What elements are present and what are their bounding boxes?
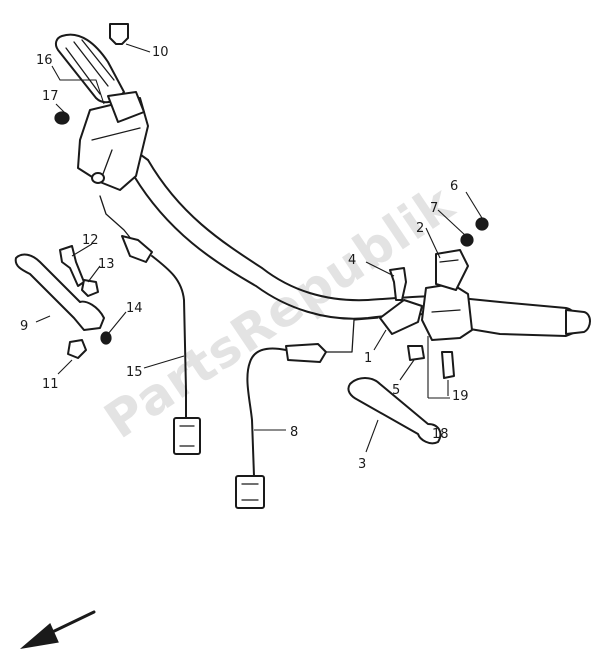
callout-14: 14 [126, 301, 143, 316]
left-grip [54, 33, 125, 104]
part-13-nut [81, 279, 99, 297]
part-6-screw [475, 217, 489, 231]
part-4-bolt [389, 267, 407, 301]
left-switch-wire [99, 195, 187, 419]
callout-5: 5 [392, 383, 400, 398]
callout-17: 17 [42, 89, 59, 104]
callout-labels: 10 16 17 12 13 14 9 11 15 8 6 7 2 4 1 5 … [20, 45, 469, 472]
callout-4: 4 [348, 253, 356, 268]
part-19-bolt [441, 351, 455, 379]
callout-12: 12 [82, 233, 99, 248]
part-1-lever-holder [379, 299, 423, 335]
callout-16: 16 [36, 53, 53, 68]
part-15-connector [173, 417, 201, 455]
right-switch-assembly [421, 249, 473, 341]
part-10-grip-end [109, 23, 129, 45]
callout-10: 10 [152, 45, 169, 60]
callout-2: 2 [416, 221, 424, 236]
callout-11: 11 [42, 377, 59, 392]
callout-1: 1 [364, 351, 372, 366]
callout-15: 15 [126, 365, 143, 380]
callout-19: 19 [452, 389, 469, 404]
part-9-left-lever [14, 253, 105, 331]
left-switch-assembly [77, 91, 149, 191]
callout-9: 9 [20, 319, 28, 334]
part-7-washer [460, 233, 474, 247]
callout-3: 3 [358, 457, 366, 472]
callout-13: 13 [98, 257, 115, 272]
part-8-connector [235, 475, 265, 509]
front-direction-arrow-icon [19, 610, 96, 649]
part-11-nut [67, 339, 87, 359]
callout-18: 18 [432, 427, 449, 442]
part-17-screw [54, 111, 70, 125]
part-3-brake-lever [347, 377, 442, 445]
callout-8: 8 [290, 425, 298, 440]
callout-6: 6 [450, 179, 458, 194]
part-5-nut [407, 345, 425, 361]
right-grip [439, 295, 591, 337]
part-14-bolt [100, 331, 112, 345]
part-12-bolt [59, 245, 85, 287]
callout-7: 7 [430, 201, 438, 216]
brake-switch-wire [246, 317, 379, 477]
leader-lines [35, 43, 483, 453]
